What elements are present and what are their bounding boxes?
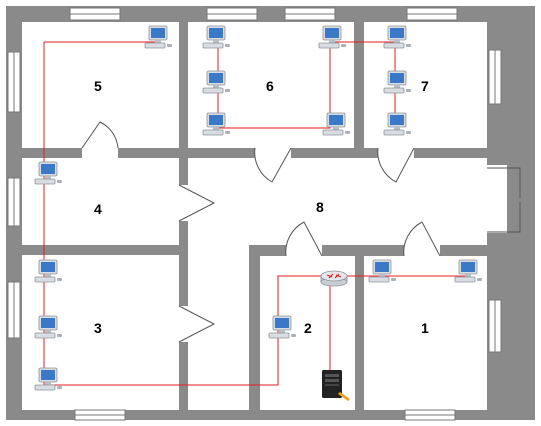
- network-cables: [43, 41, 468, 386]
- desktop-computer-icon: [202, 70, 230, 94]
- desktop-computer-icon: [322, 112, 350, 136]
- top-windows: [69, 7, 458, 21]
- router-icon: [320, 270, 348, 287]
- desktop-computer-icon: [34, 259, 62, 283]
- room-7-label: 7: [421, 78, 429, 94]
- room-8-label: 8: [316, 199, 324, 215]
- desktop-computer-icon: [383, 112, 411, 136]
- desktop-computer-icon: [144, 25, 172, 49]
- desktop-computer-icon: [454, 259, 482, 283]
- room-4-label: 4: [94, 201, 102, 217]
- desktop-computer-icon: [383, 70, 411, 94]
- room-1-label: 1: [421, 320, 429, 336]
- right-windows: [488, 49, 502, 353]
- room-5-label: 5: [94, 78, 102, 94]
- router-layer: [320, 270, 348, 287]
- bottom-windows: [74, 409, 456, 421]
- room-8-floor-lower: [188, 240, 249, 410]
- desktop-computer-icon: [202, 25, 230, 49]
- left-windows: [7, 51, 21, 339]
- computers: [34, 25, 482, 391]
- desktop-computer-icon: [34, 315, 62, 339]
- room-2-label: 2: [304, 320, 312, 336]
- desktop-computer-icon: [34, 367, 62, 391]
- desktop-computer-icon: [318, 25, 346, 49]
- desktop-computer-icon: [383, 25, 411, 49]
- desktop-computer-icon: [268, 315, 296, 339]
- server-layer: [322, 370, 350, 401]
- desktop-computer-icon: [34, 161, 62, 185]
- room-6-label: 6: [266, 78, 274, 94]
- room-3-label: 3: [94, 320, 102, 336]
- doors: [81, 121, 521, 343]
- room-8-floor: [188, 158, 487, 245]
- desktop-computer-icon: [202, 112, 230, 136]
- desktop-computer-icon: [368, 259, 396, 283]
- server-icon: [322, 370, 350, 401]
